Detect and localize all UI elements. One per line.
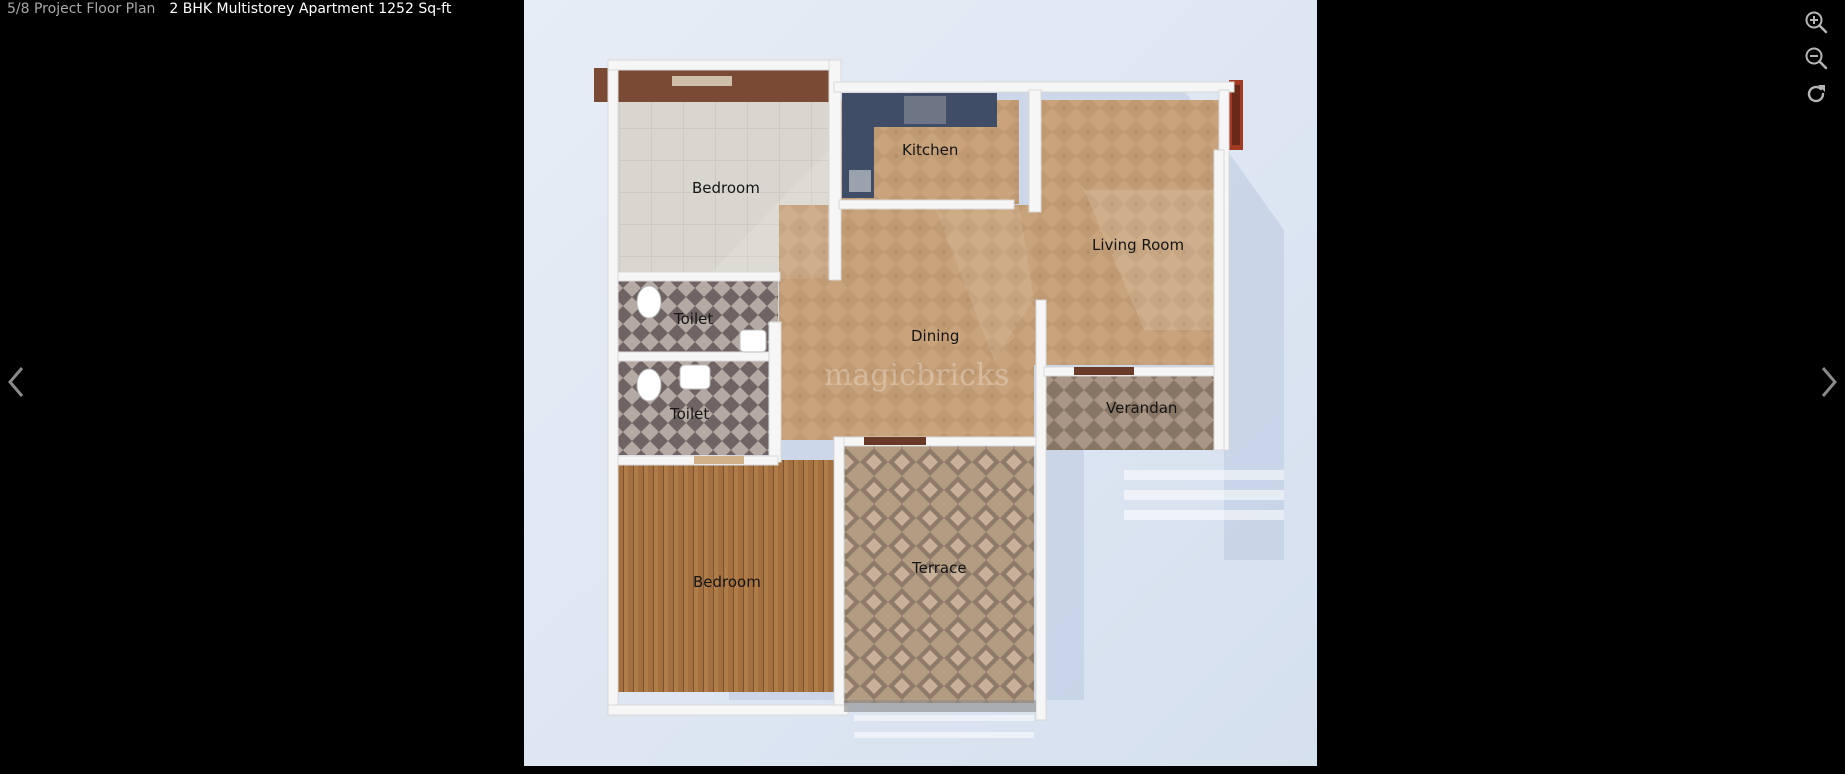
next-image-button[interactable]	[1813, 362, 1843, 402]
zoom-out-icon	[1803, 45, 1829, 71]
floor-plan-image: magicbricks Bedroom Kitchen Living Room …	[524, 0, 1317, 766]
room-label-living-room: Living Room	[1092, 236, 1184, 254]
room-label-toilet-1: Toilet	[673, 310, 713, 328]
viewer-header: 5/8 Project Floor Plan 2 BHK Multistorey…	[7, 0, 451, 18]
section-text: Project Floor Plan	[33, 1, 156, 17]
watermark-text: magicbricks	[824, 358, 1009, 393]
image-title: 2 BHK Multistorey Apartment 1252 Sq-ft	[169, 1, 452, 17]
rotate-button[interactable]	[1803, 81, 1829, 107]
room-label-dining: Dining	[911, 327, 959, 345]
room-label-bedroom-top: Bedroom	[692, 179, 760, 197]
room-label-verandah: Verandan	[1106, 399, 1177, 417]
rotate-icon	[1803, 81, 1829, 107]
previous-image-button[interactable]	[2, 362, 32, 402]
chevron-left-icon	[2, 362, 32, 402]
zoom-in-button[interactable]	[1803, 9, 1829, 35]
chevron-right-icon	[1813, 362, 1843, 402]
zoom-out-button[interactable]	[1803, 45, 1829, 71]
zoom-in-icon	[1803, 9, 1829, 35]
room-label-toilet-2: Toilet	[669, 405, 709, 423]
image-counter: 5/8 Project Floor Plan	[7, 1, 155, 17]
room-label-kitchen: Kitchen	[902, 141, 958, 159]
room-label-terrace: Terrace	[911, 559, 967, 577]
room-label-bedroom-bottom: Bedroom	[693, 573, 761, 591]
counter-text: 5/8	[7, 1, 30, 17]
